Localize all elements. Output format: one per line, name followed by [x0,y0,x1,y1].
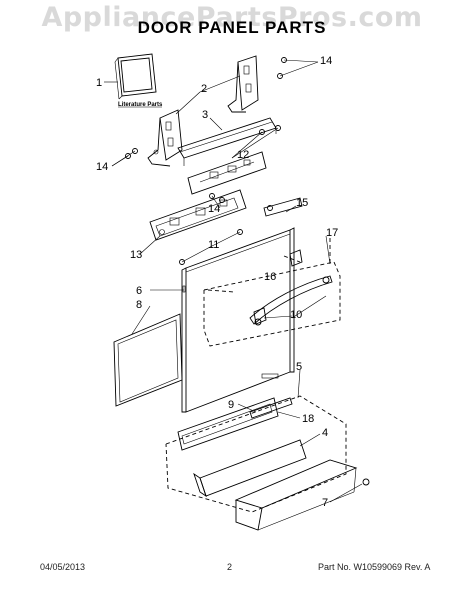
callout-4: 4 [322,427,328,439]
hinge-bracket-left [147,109,183,167]
callout-5: 5 [296,361,302,373]
lower-panel-assembly-outline [165,395,347,513]
handle-assembly-outline [203,238,341,347]
control-board [149,189,247,241]
page-title: DOOR PANEL PARTS [137,18,327,37]
callout-14-right: 14 [320,55,332,67]
bottom-trim [177,397,279,451]
footer-part-number: Part No. W10599069 Rev. A [318,562,431,572]
callout-17: 17 [326,227,338,239]
literature-parts-label: Literature Parts [118,102,163,108]
callout-7: 7 [322,497,328,509]
literature-booklet [114,53,157,100]
door-handle [249,249,333,326]
small-trim [249,397,293,419]
top-channel [177,117,277,166]
control-module-upper [187,151,267,195]
callout-8: 8 [136,299,142,311]
callout-15: 15 [296,197,308,209]
hinge-bracket-right [227,55,259,113]
callout-13: 13 [130,249,142,261]
callout-10: 10 [290,309,302,321]
callout-12: 12 [237,149,249,161]
callout-labels: 1 2 3 14 12 14 13 14 11 15 17 16 6 8 10 … [96,55,338,509]
leader-lines [104,59,363,503]
callout-6: 6 [136,285,142,297]
footer-page-number: 2 [227,562,233,572]
callout-16: 16 [264,271,276,283]
watermark: AppliancePartsPros.com [41,2,423,33]
callout-14-left: 14 [96,161,108,173]
toe-plate [234,459,370,531]
callout-1: 1 [96,77,102,89]
footer-date: 04/05/2013 [40,562,86,572]
callout-11: 11 [208,239,219,251]
kick-panel [193,439,307,498]
outer-door-panel [181,227,295,413]
door-panel-edge [263,197,303,217]
callout-14-center: 14 [208,203,220,215]
insulation-pad [113,313,183,407]
callout-3: 3 [202,109,208,121]
callout-9: 9 [228,399,234,411]
callout-2: 2 [201,83,207,95]
callout-18: 18 [302,413,314,425]
